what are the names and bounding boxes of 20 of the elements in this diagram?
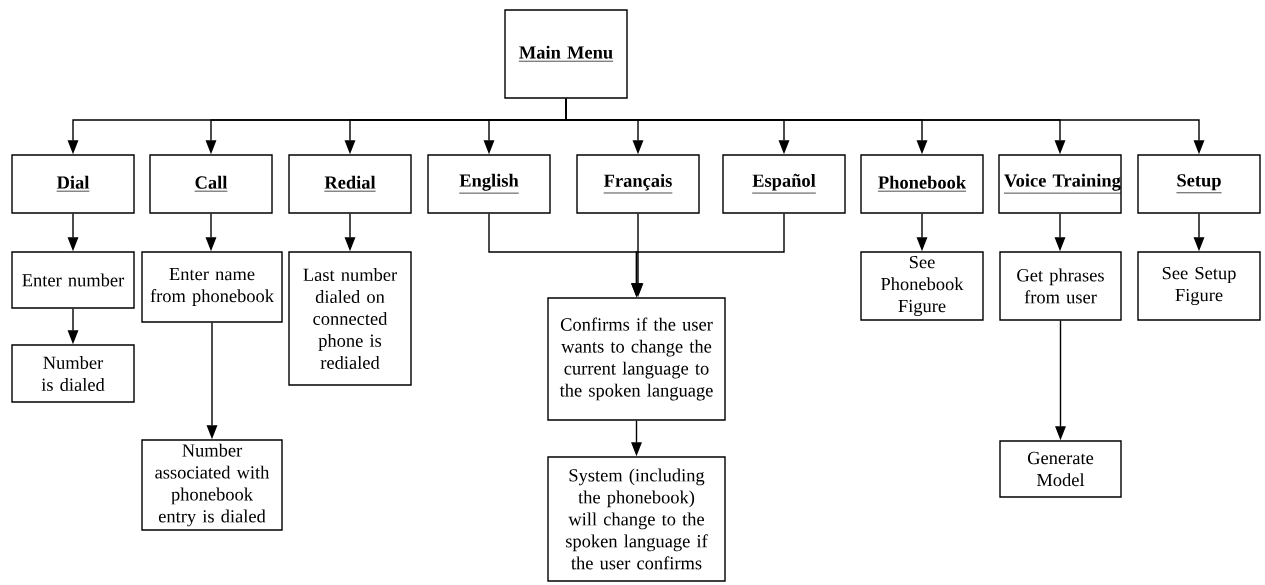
process-box: Enter name from phonebook: [141, 251, 283, 323]
process-box: Number associated with phonebook entry is dialed: [141, 439, 283, 531]
menu-box: Français: [576, 154, 700, 214]
menu-box: Redial: [288, 154, 412, 214]
menu-box: Español: [722, 154, 846, 214]
process-box: See Setup Figure: [1137, 251, 1261, 321]
process-box: Generate Model: [999, 440, 1122, 498]
menu-box: Call: [149, 154, 273, 214]
process-box: Enter number: [11, 251, 135, 309]
process-box: System (including the phonebook) will change to the spoken language if the user confirms: [547, 456, 726, 582]
menu-box: Dial: [11, 154, 135, 214]
menu-box: Main Menu: [504, 9, 628, 99]
process-box: Get phrases from user: [999, 251, 1122, 321]
menu-box: Phonebook: [860, 154, 984, 214]
process-box: Number is dialed: [11, 344, 135, 403]
process-box: Last number dialed on connected phone is redialed: [288, 251, 412, 386]
menu-box: Setup: [1137, 154, 1261, 214]
process-box: Confirms if the user wants to change the current language to the spoken language: [547, 297, 726, 421]
process-box: See Phonebook Figure: [860, 251, 984, 321]
menu-box: English: [427, 154, 551, 214]
